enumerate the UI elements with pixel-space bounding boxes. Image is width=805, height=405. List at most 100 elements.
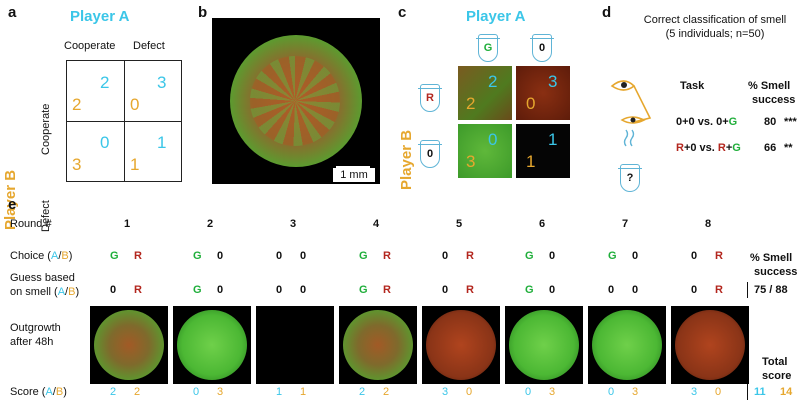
tube-r-icon: R [418, 84, 442, 112]
cell-00: 1 1 [516, 124, 570, 178]
cell-cc-a: 2 [100, 73, 110, 92]
score-a: 0 [608, 386, 615, 398]
score-b: 3 [217, 386, 224, 398]
score-b: 2 [134, 386, 141, 398]
round-number: 8 [705, 218, 712, 230]
choice-a: G [110, 250, 119, 262]
score-b: 0 [466, 386, 473, 398]
cell-dd-a: 1 [157, 133, 167, 152]
choice-b: 0 [217, 250, 224, 262]
guess-b: 0 [217, 284, 224, 296]
guess-b: R [466, 284, 474, 296]
cell-cd-b: 0 [130, 95, 140, 114]
round-number: 1 [124, 218, 131, 230]
total-divider [747, 384, 748, 400]
success-divider [747, 282, 748, 298]
score-a: 2 [110, 386, 117, 398]
round-number: 4 [373, 218, 380, 230]
choice-a: 0 [442, 250, 449, 262]
col-cooperate-label: Cooperate [64, 40, 116, 52]
total-header-1: Total [762, 356, 788, 368]
outgrowth-image [339, 306, 417, 384]
outgrowth-image [588, 306, 666, 384]
panel-label-a: a [8, 4, 17, 21]
choice-b: R [134, 250, 142, 262]
round-number: 5 [456, 218, 463, 230]
scale-bar-label: 1 mm [333, 168, 375, 182]
choice-a: G [193, 250, 202, 262]
guess-label-2: on smell (A/B) [10, 286, 80, 298]
player-a-title-c: Player A [466, 8, 526, 25]
outgrowth-image [90, 306, 168, 384]
guess-a: G [193, 284, 202, 296]
tube-g-icon: G [476, 34, 500, 62]
score-a: 3 [691, 386, 698, 398]
guess-b: 0 [300, 284, 307, 296]
cell-cd-a: 3 [157, 73, 167, 92]
cell-g0: 0 3 [458, 124, 512, 178]
score-a: 2 [359, 386, 366, 398]
cell-dc-b: 3 [72, 155, 82, 174]
total-score-a: 11 [754, 386, 766, 398]
guess-a: G [359, 284, 368, 296]
cell-dc-a: 0 [100, 133, 110, 152]
cell-dd-b: 1 [130, 155, 140, 174]
outgrowth-label-2: after 48h [10, 336, 54, 348]
guess-b: R [134, 284, 142, 296]
tube-0-icon: 0 [530, 34, 554, 62]
task-row-1: 0+0 vs. 0+G [676, 116, 738, 128]
guess-b: R [715, 284, 723, 296]
total-header-2: score [762, 370, 792, 382]
success-header-1: % Smell [748, 80, 791, 92]
choice-b: R [466, 250, 474, 262]
e-success-header-2: success [754, 266, 798, 278]
task-row-2-value: 66 [764, 142, 777, 154]
success-header-2: success [752, 94, 796, 106]
score-a: 3 [442, 386, 449, 398]
guess-a: 0 [442, 284, 449, 296]
colony-photo-b: 1 mm [212, 18, 380, 184]
guess-a: 0 [691, 284, 698, 296]
tube-unknown-icon: ? [618, 164, 642, 192]
payoff-matrix: 2 2 3 0 0 3 1 1 [66, 60, 182, 182]
row-cooperate-label: Cooperate [40, 103, 52, 155]
score-b: 0 [715, 386, 722, 398]
task-header: Task [680, 80, 705, 92]
round-number: 2 [207, 218, 214, 230]
tube-0-left-icon: 0 [418, 140, 442, 168]
guess-a: 0 [110, 284, 117, 296]
round-number: 6 [539, 218, 546, 230]
choice-b: 0 [632, 250, 639, 262]
task-row-2-stars: ** [784, 142, 793, 154]
round-number: 3 [290, 218, 297, 230]
choice-label: Choice (A/B) [10, 250, 73, 262]
player-a-title: Player A [70, 8, 130, 25]
task-row-1-value: 80 [764, 116, 777, 128]
choice-b: R [715, 250, 723, 262]
outgrowth-image [173, 306, 251, 384]
score-label: Score (A/B) [10, 386, 67, 398]
e-success-header-1: % Smell [750, 252, 793, 264]
outgrowth-image [256, 306, 334, 384]
smell-title-1: Correct classification of smell [643, 14, 787, 26]
guess-a: 0 [608, 284, 615, 296]
guess-a: G [525, 284, 534, 296]
choice-b: 0 [549, 250, 556, 262]
task-row-2: R+0 vs. R+G [676, 142, 741, 154]
panel-label-c: c [398, 4, 407, 21]
round-number: 7 [622, 218, 629, 230]
choice-a: G [359, 250, 368, 262]
guess-b: 0 [632, 284, 639, 296]
player-b-title-c: Player B [398, 129, 415, 190]
round-label: Round # [10, 218, 52, 230]
score-b: 1 [300, 386, 307, 398]
choice-a: G [525, 250, 534, 262]
face-smell-icon [610, 80, 652, 147]
outgrowth-image [422, 306, 500, 384]
outgrowth-image [505, 306, 583, 384]
guess-label-1: Guess based [10, 272, 75, 284]
outgrowth-label-1: Outgrowth [10, 322, 61, 334]
outgrowth-image [671, 306, 749, 384]
cell-gr: 2 2 [458, 66, 512, 120]
choice-a: 0 [276, 250, 283, 262]
